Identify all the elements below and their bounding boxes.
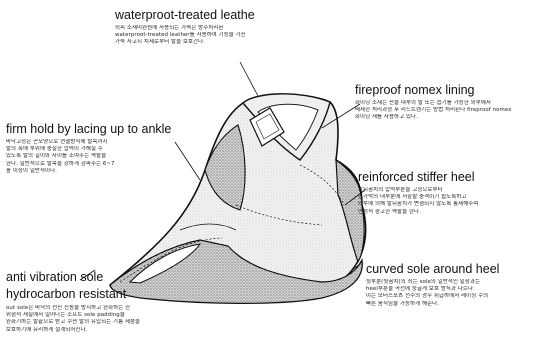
- label-lacing: firm hold by lacing up to ankle: [6, 122, 171, 136]
- desc-line: 이는 모터스포츠 선수의 경우 위급하에서 레이싱 수의: [366, 293, 538, 300]
- callout-fireproof: fireproof nomex lining 화이닝 소재는 산을 내부의 발 …: [355, 83, 538, 122]
- desc-line: 화이닝 소재는 산을 내부의 발 또는 습기를 가능한 외부에서: [355, 100, 538, 107]
- desc-line: 발뒤꿈치의 압력부분을 고정으로부터: [358, 187, 538, 194]
- desc-line: 있도록 발의 길이와 사이를 조여주는 역할을: [6, 153, 171, 160]
- callout-sole: anti vibration sole hydrocarbon resistan…: [6, 270, 206, 334]
- leader-waterproof: [240, 62, 258, 96]
- label-waterproof: waterproot-treated leathe: [115, 8, 255, 22]
- desc-line: 화이닝 재를 사용하고 있다.: [355, 114, 538, 121]
- desc-line: waterproot-treated leather를 사용하여 기능을 가진: [115, 32, 255, 39]
- desc-line: 한다. 일반적으로 발목을 강하게 감싸주는 6~7: [6, 161, 171, 168]
- label-hydrocarbon: hydrocarbon resistant: [6, 287, 206, 301]
- desc-line: 외부에 의해 발뒤꿈치가 변형되지 않도록 통제해주며: [358, 201, 538, 208]
- desc-line: 빠른 움직임을 가능하게 해준다.: [366, 301, 538, 308]
- desc-line: 뒷부분(뒷꿈치)의 쇠는 sole의 일반적인 밑창과는: [366, 279, 538, 286]
- desc-line: 가죽 사고시 치제로부터 발을 보호간다.: [115, 39, 255, 46]
- label-sole: anti vibration sole: [6, 270, 206, 284]
- desc-line: 보호하기에 유리하게 설계되어진다.: [6, 327, 206, 334]
- desc-line: 위험적 재질에서 일어나는 소프트 sole padding을: [6, 312, 206, 319]
- desc-curved: 뒷부분(뒷꿈치)의 쇠는 sole의 일반적인 밑창과는 heel부분을 곡선에…: [366, 279, 538, 308]
- label-curved: curved sole around heel: [366, 262, 538, 276]
- desc-line: 안정적 중고한 역할을 한다.: [358, 209, 538, 216]
- desc-fireproof: 화이닝 소재는 산을 내부의 발 또는 습기를 가능한 외부에서 배제한 처리과…: [355, 100, 538, 122]
- desc-line: out sole은 바닥의 전진 진동을 방지하고 완화하는 한: [6, 305, 206, 312]
- callout-waterproof: waterproot-treated leathe 외피 소재미완원에 사용되는…: [115, 8, 255, 47]
- desc-sole: out sole은 바닥의 전진 진동을 방지하고 완화하는 한 위험적 재질에…: [6, 305, 206, 334]
- callout-heel: reinforced stiffer heel 발뒤꿈치의 압력부분을 고정으로…: [358, 170, 538, 216]
- label-fireproof: fireproof nomex lining: [355, 83, 538, 97]
- desc-waterproof: 외피 소재미완원에 사용되는 가죽은 방수처리된 waterproot-trea…: [115, 25, 255, 47]
- desc-line: 배제한 처리과정 후 리드트렌기는 방법 처리된다 fireproof nome…: [355, 107, 538, 114]
- desc-line: 홀 이상이 일반적이다.: [6, 168, 171, 175]
- desc-line: 완화기하는 발끝으로 받고 쿠션 발의 유입되는 기름 제품을: [6, 319, 206, 326]
- callout-curved: curved sole around heel 뒷부분(뒷꿈치)의 쇠는 sol…: [366, 262, 538, 308]
- desc-line: 발의 폭에 부위에 충실한 압력이 가해질 수: [6, 146, 171, 153]
- desc-heel: 발뒤꿈치의 압력부분을 고정으로부터 발가락의 대부분에 저항할 충격이기 쉽도…: [358, 187, 538, 216]
- desc-line: heel부분을 곡선에 둥글게 보호 방식과 다르다.: [366, 286, 538, 293]
- desc-lacing: 바닥고정은 끈모양으로 연결방식에 발목까지 발의 폭에 부위에 충실한 압력이…: [6, 139, 171, 175]
- desc-line: 바닥고정은 끈모양으로 연결방식에 발목까지: [6, 139, 171, 146]
- leader-lacing: [175, 142, 200, 180]
- label-heel: reinforced stiffer heel: [358, 170, 538, 184]
- desc-line: 발가락의 대부분에 저항할 충격이기 쉽도록하고: [358, 194, 538, 201]
- desc-line: 외피 소재미완원에 사용되는 가죽은 방수처리된: [115, 25, 255, 32]
- callout-lacing: firm hold by lacing up to ankle 바닥고정은 끈모…: [6, 122, 171, 175]
